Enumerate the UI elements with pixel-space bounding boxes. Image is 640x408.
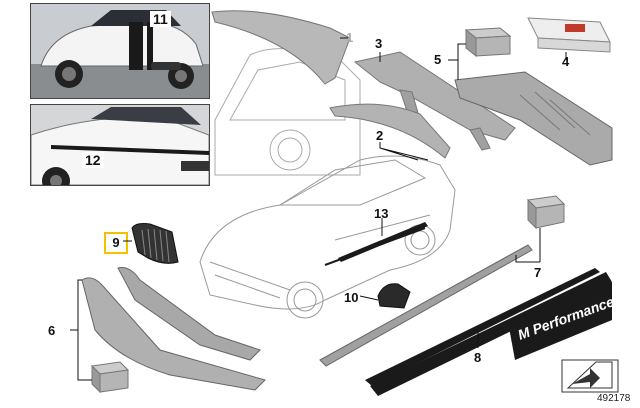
part-3-rear-wing — [353, 51, 516, 141]
part-4-product-box — [527, 17, 611, 53]
part-8-stripe-decal-small — [508, 282, 612, 360]
part-7-small-box — [526, 195, 566, 230]
part-9-front-grille — [131, 223, 179, 264]
callout-6[interactable]: 6 — [48, 323, 55, 338]
callout-10[interactable]: 10 — [344, 290, 358, 305]
part-2-trunk-spoiler — [329, 103, 451, 159]
part-6-front-splitter-lower — [81, 277, 266, 391]
callout-7[interactable]: 7 — [534, 265, 541, 280]
page-corner-icon — [561, 359, 619, 393]
photo-bottom-label: 12 — [82, 152, 104, 168]
part-1-roof-spoiler — [211, 10, 351, 85]
callout-4[interactable]: 4 — [562, 54, 570, 69]
part-6-front-splitter-upper — [117, 267, 261, 361]
callout-8[interactable]: 8 — [474, 350, 481, 365]
document-number: 492178 — [597, 393, 631, 404]
callout-1[interactable]: 1 — [346, 30, 353, 45]
photo-top-label: 11 — [150, 11, 171, 27]
part-7-side-skirt — [319, 244, 533, 367]
part-6-small-box — [90, 361, 130, 394]
photo-car-side-stripe[interactable] — [30, 104, 210, 186]
leader-lines — [70, 37, 567, 381]
part-10-mirror-cap — [377, 283, 411, 309]
part-8-stripe-decal-wide — [370, 272, 612, 396]
sedan-outline — [199, 155, 456, 310]
car-side-photo-illustration — [31, 105, 209, 185]
part-5-rear-diffuser — [454, 71, 613, 166]
callout-5[interactable]: 5 — [434, 52, 441, 67]
part-9-highlighted-callout[interactable]: 9 — [104, 232, 128, 254]
callout-13[interactable]: 13 — [374, 206, 388, 221]
callout-2[interactable]: 2 — [376, 128, 383, 143]
part-8-stripe-decal-long — [365, 268, 600, 386]
callout-3[interactable]: 3 — [375, 36, 382, 51]
part-5-small-box — [464, 27, 512, 58]
